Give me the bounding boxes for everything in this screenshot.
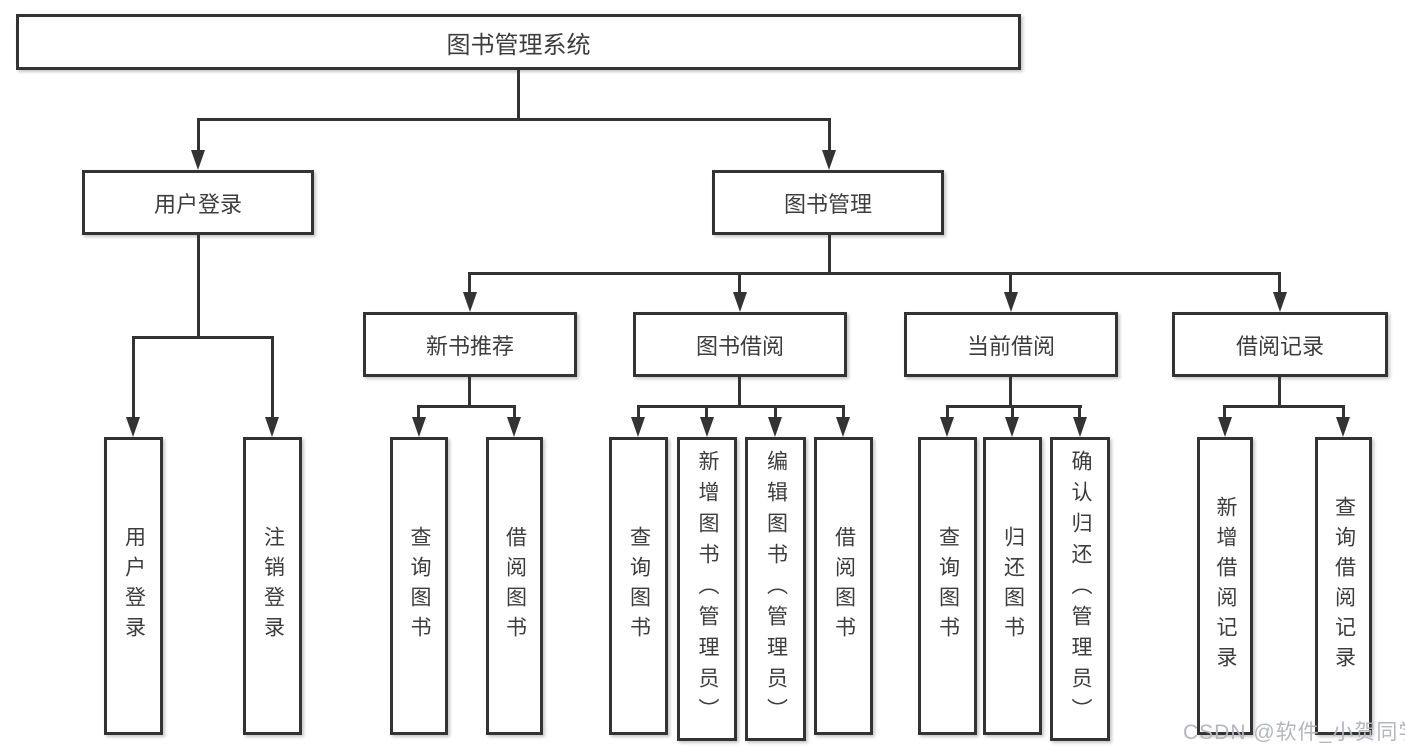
connector-stem bbox=[828, 118, 831, 151]
connector-stem bbox=[1278, 272, 1281, 293]
leaf-logout: 注销登录 bbox=[243, 437, 302, 735]
connector-trunk bbox=[468, 377, 471, 405]
connector-trunk bbox=[1278, 377, 1281, 405]
connector-bookmgmt-trunk bbox=[828, 235, 831, 272]
connector-stem bbox=[513, 405, 516, 418]
node-book-management: 图书管理 bbox=[712, 170, 944, 235]
leaf-add-borrow-record: 新增借阅记录 bbox=[1197, 437, 1253, 735]
arrowhead-icon bbox=[733, 292, 747, 312]
connector-stem bbox=[842, 405, 845, 418]
connector-userlogin-bar bbox=[132, 336, 273, 339]
node-user-login: 用户登录 bbox=[82, 170, 314, 235]
arrowhead-icon bbox=[265, 417, 279, 437]
connector-stem bbox=[1078, 405, 1081, 418]
arrowhead-icon bbox=[1336, 417, 1350, 437]
leaf-edit-book-admin: 编辑图书（管理员） bbox=[745, 437, 806, 741]
arrowhead-icon bbox=[1073, 417, 1087, 437]
arrowhead-icon bbox=[940, 417, 954, 437]
arrowhead-icon bbox=[631, 417, 645, 437]
connector-stem bbox=[774, 405, 777, 418]
connector-bar bbox=[946, 405, 1082, 408]
connector-stem bbox=[197, 118, 200, 151]
arrowhead-icon bbox=[700, 417, 714, 437]
arrowhead-icon bbox=[822, 150, 836, 170]
arrowhead-icon bbox=[412, 417, 426, 437]
connector-stem bbox=[417, 405, 420, 418]
connector-stem bbox=[1342, 405, 1345, 418]
node-new-book-recommend: 新书推荐 bbox=[363, 312, 577, 377]
connector-trunk bbox=[1009, 377, 1012, 405]
connector-stem bbox=[132, 336, 135, 418]
arrowhead-icon bbox=[1004, 292, 1018, 312]
arrowhead-icon bbox=[1273, 292, 1287, 312]
connector-trunk bbox=[738, 377, 741, 405]
leaf-query-books-current: 查询图书 bbox=[918, 437, 977, 735]
connector-stem bbox=[637, 405, 640, 418]
csdn-watermark: CSDN @软件_小贺同学 bbox=[1183, 721, 1405, 744]
connector-stem bbox=[1223, 405, 1226, 418]
node-book-borrowing: 图书借阅 bbox=[633, 312, 847, 377]
connector-stem bbox=[1011, 405, 1014, 418]
leaf-query-borrow-record: 查询借阅记录 bbox=[1315, 437, 1372, 735]
leaf-return-books: 归还图书 bbox=[983, 437, 1042, 735]
arrowhead-icon bbox=[768, 417, 782, 437]
connector-bar bbox=[1223, 405, 1345, 408]
connector-stem bbox=[468, 272, 471, 293]
connector-stem bbox=[946, 405, 949, 418]
leaf-add-book-admin: 新增图书（管理员） bbox=[677, 437, 737, 741]
leaf-borrow-books-recommend: 借阅图书 bbox=[486, 437, 543, 735]
node-borrowing-records: 借阅记录 bbox=[1172, 312, 1388, 377]
connector-stem bbox=[705, 405, 708, 418]
leaf-query-books-recommend: 查询图书 bbox=[390, 437, 448, 735]
leaf-borrow-books-borrowing: 借阅图书 bbox=[814, 437, 873, 735]
connector-stem bbox=[271, 336, 274, 418]
node-library-system: 图书管理系统 bbox=[16, 14, 1021, 70]
connector-root-trunk bbox=[517, 70, 520, 118]
leaf-query-books-borrowing: 查询图书 bbox=[609, 437, 668, 735]
arrowhead-icon bbox=[1218, 417, 1232, 437]
arrowhead-icon bbox=[191, 150, 205, 170]
leaf-confirm-return-admin: 确认归还（管理员） bbox=[1050, 437, 1110, 741]
node-current-borrowing: 当前借阅 bbox=[904, 312, 1118, 377]
connector-stem bbox=[738, 272, 741, 293]
connector-stem bbox=[1009, 272, 1012, 293]
leaf-user-login: 用户登录 bbox=[104, 437, 163, 735]
arrowhead-icon bbox=[1005, 417, 1019, 437]
arrowhead-icon bbox=[836, 417, 850, 437]
connector-bar bbox=[637, 405, 845, 408]
arrowhead-icon bbox=[507, 417, 521, 437]
connector-level2-bar bbox=[197, 118, 831, 121]
connector-bar bbox=[417, 405, 516, 408]
arrowhead-icon bbox=[126, 417, 140, 437]
connector-level3-bar bbox=[468, 272, 1281, 275]
arrowhead-icon bbox=[463, 292, 477, 312]
connector-userlogin-trunk bbox=[197, 235, 200, 336]
